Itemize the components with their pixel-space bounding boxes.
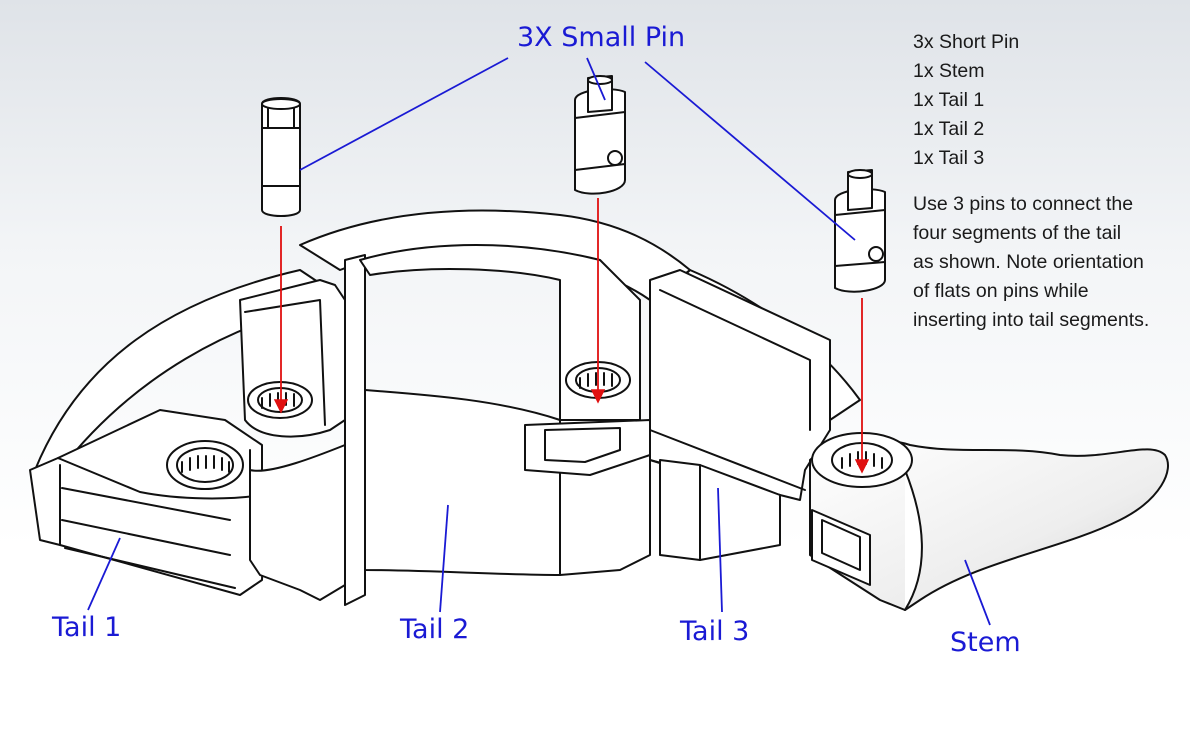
leader-tail-3 <box>717 487 723 613</box>
tail-1-label: Tail 1 <box>52 612 122 643</box>
instruction-line: inserting into tail segments. <box>913 309 1150 331</box>
instruction-line: four segments of the tail <box>913 222 1122 244</box>
parts-list: 3x Short Pin 1x Stem 1x Tail 1 1x Tail 2… <box>913 28 1149 173</box>
leader-stem <box>964 559 991 626</box>
instructions: Use 3 pins to connect the four segments … <box>913 190 1149 335</box>
pin-middle <box>574 75 626 195</box>
leader-lines <box>87 57 991 626</box>
parts-list-item: 1x Tail 1 <box>913 89 985 111</box>
tail-3-part <box>649 269 831 561</box>
tail-1-part <box>29 409 266 596</box>
leader-tail-1 <box>87 537 121 611</box>
stem-part <box>809 432 1169 611</box>
tail-2-label: Tail 2 <box>400 614 470 645</box>
tail-3-label: Tail 3 <box>680 616 750 647</box>
parts-list-item: 1x Tail 2 <box>913 118 985 140</box>
pin-left <box>261 97 301 217</box>
parts-list-item: 1x Tail 3 <box>913 147 985 169</box>
stem-label: Stem <box>950 627 1021 658</box>
assembly-notes: 3x Short Pin 1x Stem 1x Tail 1 1x Tail 2… <box>913 28 1149 335</box>
parts-list-item: 3x Short Pin <box>913 31 1020 53</box>
leader-pin-middle <box>586 57 606 101</box>
instruction-line: of flats on pins while <box>913 280 1089 302</box>
pin-callout-label: 3X Small Pin <box>517 22 686 53</box>
tail-2-part <box>239 244 651 606</box>
leader-tail-2 <box>439 504 449 613</box>
pin-right <box>834 169 886 293</box>
insertion-arrows <box>273 198 870 474</box>
leader-pin-left <box>299 57 509 171</box>
leader-pin-right <box>644 61 856 241</box>
instruction-line: Use 3 pins to connect the <box>913 193 1134 215</box>
instruction-line: as shown. Note orientation <box>913 251 1144 273</box>
parts-list-item: 1x Stem <box>913 60 985 82</box>
